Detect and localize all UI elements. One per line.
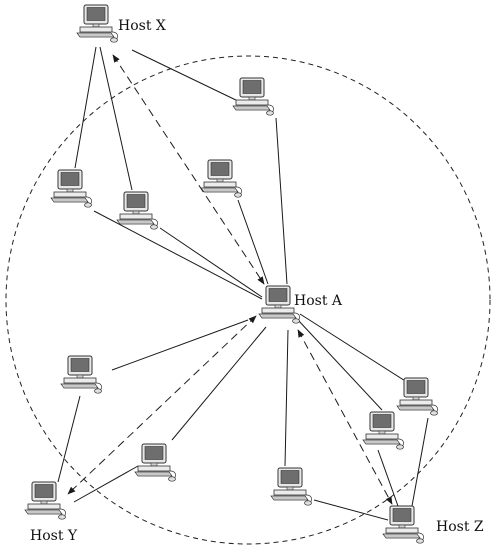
computer-left-lower xyxy=(60,355,103,394)
link-a-right-mid xyxy=(297,319,383,411)
link-x-left-mid xyxy=(99,46,133,191)
link-right-mid-z xyxy=(377,449,399,507)
link-left-mid-a xyxy=(159,227,263,298)
path-x-to-a xyxy=(112,54,265,285)
link-left-upper-a xyxy=(93,210,263,300)
computer-left-mid xyxy=(116,191,159,230)
link-mid-upper-a xyxy=(237,199,269,285)
link-a-left-lower xyxy=(111,319,249,371)
link-bottom-mid-y xyxy=(73,465,139,503)
computer-host-z xyxy=(382,505,425,544)
computer-mid-upper xyxy=(200,159,243,198)
path-a-to-y xyxy=(67,315,257,495)
host-y-label: Host Y xyxy=(30,528,78,544)
computer-top-right xyxy=(232,77,275,116)
host-x-label: Host X xyxy=(118,18,166,34)
computer-bottom-mid xyxy=(134,443,177,482)
computer-right-lower xyxy=(396,377,439,416)
link-a-bottom-center xyxy=(284,329,289,467)
link-left-lower-y xyxy=(57,395,81,483)
computer-host-y xyxy=(24,481,67,520)
link-right-lower-z xyxy=(411,417,429,507)
coverage-boundary xyxy=(5,55,491,545)
computer-left-upper xyxy=(50,169,93,208)
links xyxy=(57,46,429,521)
link-top-right-a xyxy=(275,117,288,285)
host-a-label: Host A xyxy=(294,293,343,309)
computer-bottom-center xyxy=(270,467,313,506)
link-a-bottom-mid xyxy=(171,326,267,441)
link-x-top-right xyxy=(131,49,241,103)
host-z-label: Host Z xyxy=(436,519,484,535)
path-a-to-z xyxy=(297,329,393,505)
computer-host-x xyxy=(76,4,119,43)
computer-right-mid xyxy=(362,411,405,450)
link-bottom-center-z xyxy=(313,499,389,521)
nodes xyxy=(24,4,439,544)
link-x-left-upper xyxy=(74,46,97,169)
link-a-right-lower xyxy=(299,313,411,385)
